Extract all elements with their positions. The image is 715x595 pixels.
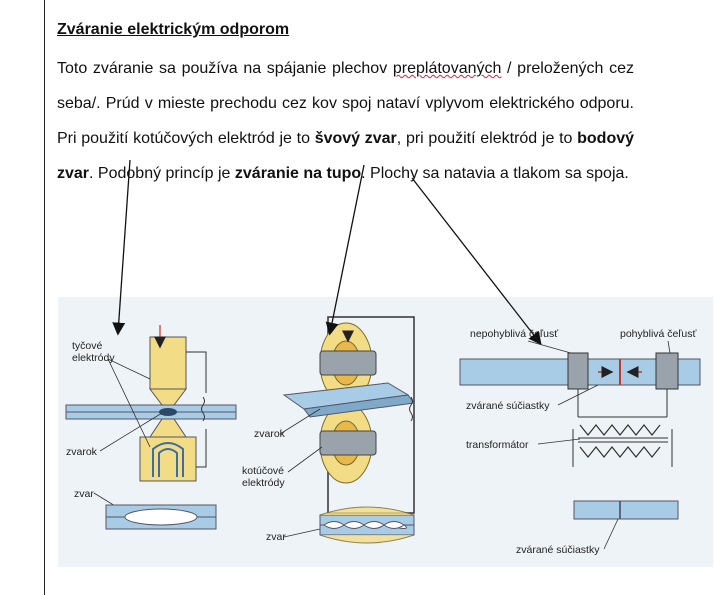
term-seam-weld: švový zvar (314, 130, 397, 147)
para-text-1: Toto zváranie sa používa na spájanie ple… (57, 60, 393, 77)
finished-welded-part (573, 500, 679, 520)
page-left-border (44, 0, 45, 595)
bottom-electrode-tip (149, 418, 187, 438)
para-spellcheck-word: preplátovaných (392, 60, 502, 77)
document-heading: Zváranie elektrickým odporom (57, 21, 290, 38)
label-seam-zvar: zvar (266, 531, 286, 543)
label-transformer: transformátor (466, 439, 529, 451)
label-rod-electrodes-1: tyčové (72, 340, 103, 352)
top-electrode-tip (149, 388, 187, 406)
lower-wheel-axle (319, 430, 377, 456)
term-butt-weld: zváranie na tupo (234, 165, 362, 182)
term-spot-weld: bodový zvar (57, 130, 635, 182)
label-seam-weld: zvarok (254, 428, 286, 440)
transformer-secondary (579, 424, 661, 436)
spot-welding-diagram: tyčové elektródy zvarok zvar (65, 325, 237, 530)
label-disc-electrodes-1: kotúčové (242, 465, 284, 477)
label-welded-parts-2: zvárané súčiastky (516, 544, 600, 556)
sheet-lower (65, 411, 237, 420)
label-rod-electrodes-2: elektródy (72, 352, 115, 364)
seam-welding-diagram: zvarok kotúčové elektródy zvar (242, 316, 415, 544)
moving-jaw (655, 352, 679, 390)
label-disc-electrodes-2: elektródy (242, 477, 285, 489)
para-text-2: / preložených cez seba/. Prúd v mieste p… (57, 60, 635, 147)
upper-wheel-axle (319, 350, 377, 376)
label-fixed-jaw: nepohyblivá čeľusť (470, 328, 559, 340)
para-text-3: , pri použití elektród je to (396, 130, 578, 147)
document-paragraph: Toto zváranie sa používa na spájanie ple… (57, 51, 634, 191)
seam-sheet-lower (303, 394, 415, 418)
para-text-5: . Plochy sa natavia a tlakom sa spoja. (361, 165, 629, 182)
bottom-electrode-holder (139, 436, 197, 482)
sheet-upper (65, 404, 237, 413)
butt-welding-diagram: nepohyblivá čeľusť pohyblivá čeľusť zvár… (459, 328, 701, 556)
top-electrode-holder (149, 336, 187, 390)
spot-weld-nugget (159, 408, 177, 416)
label-spot-zvar: zvar (74, 488, 94, 500)
label-moving-jaw: pohyblivá čeľusť (620, 328, 698, 340)
transformer-primary (579, 446, 661, 458)
label-spot-weld-point: zvarok (66, 446, 98, 458)
label-welded-parts: zvárané súčiastky (466, 400, 550, 412)
spot-weld-cross-section (124, 508, 198, 526)
welding-figure: tyčové elektródy zvarok zvar zvaro (58, 297, 713, 567)
para-text-4: . Podobný princíp je (89, 165, 235, 182)
welding-diagram: tyčové elektródy zvarok zvar zvaro (65, 316, 701, 556)
fixed-jaw (567, 352, 589, 390)
